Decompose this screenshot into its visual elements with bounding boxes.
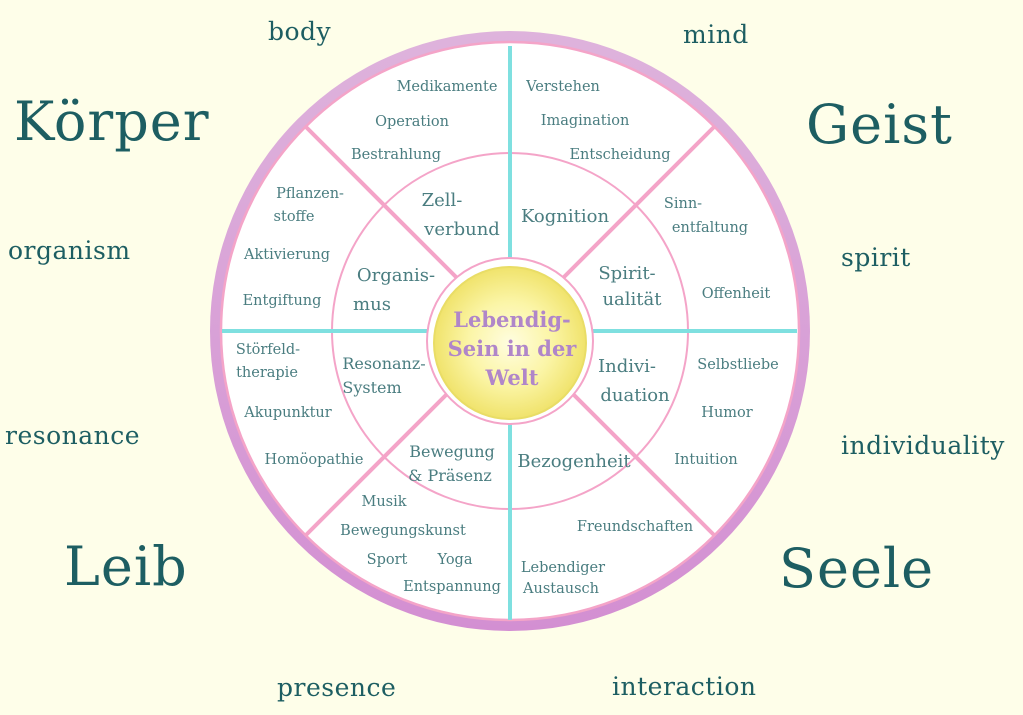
item-humor: Humor [701, 405, 752, 421]
item-entscheidung: Entscheidung [569, 147, 670, 163]
item-stoerfeld-1: Störfeld- [236, 342, 300, 358]
item-pflanzenstoffe-1: Pflanzen- [276, 186, 344, 202]
label-seele: Seele [779, 537, 935, 600]
item-aktivierung: Aktivierung [243, 247, 330, 263]
item-entspannung: Entspannung [403, 579, 501, 595]
label-leib: Leib [64, 535, 188, 598]
segment-resonanz-1: Resonanz- [342, 354, 425, 373]
label-koerper: Körper [14, 90, 210, 153]
label-resonance: resonance [5, 421, 141, 450]
item-akupunktur: Akupunktur [243, 405, 332, 421]
item-entgiftung: Entgiftung [243, 293, 322, 309]
item-offenheit: Offenheit [702, 286, 771, 302]
item-verstehen: Verstehen [525, 79, 600, 95]
item-bewegungskunst: Bewegungskunst [340, 523, 466, 539]
item-selbstliebe: Selbstliebe [697, 357, 778, 373]
segment-resonanz-2: System [342, 378, 401, 397]
segment-bewegung-2: & Präsenz [408, 466, 492, 485]
segment-spiritualitaet-1: Spirit- [598, 263, 655, 284]
item-pflanzenstoffe-2: stoffe [274, 209, 315, 225]
item-stoerfeld-2: therapie [236, 365, 298, 381]
label-organism: organism [8, 236, 131, 265]
item-freundschaften: Freundschaften [577, 519, 693, 535]
center-line-1: Lebendig- [453, 307, 571, 332]
segment-organismus-1: Organis- [357, 265, 435, 286]
center-line-2: Sein in der [448, 336, 578, 361]
item-yoga: Yoga [437, 552, 473, 568]
segment-kognition: Kognition [521, 206, 610, 227]
item-sinnentfaltung-1: Sinn- [664, 196, 702, 212]
segment-bezogenheit: Bezogenheit [517, 451, 631, 472]
label-geist: Geist [806, 93, 953, 156]
label-individuality: individuality [841, 431, 1005, 460]
item-homoeopathie: Homöopathie [265, 452, 364, 468]
label-spirit: spirit [841, 243, 911, 272]
segment-spiritualitaet-2: ualität [602, 289, 662, 310]
item-intuition: Intuition [674, 452, 737, 468]
label-mind: mind [683, 20, 749, 49]
item-musik: Musik [361, 494, 406, 510]
item-medikamente: Medikamente [397, 79, 498, 95]
label-interaction: interaction [612, 672, 757, 701]
center-disc [433, 266, 587, 420]
item-sport: Sport [367, 552, 408, 568]
segment-zellverbund-1: Zell- [422, 190, 463, 211]
item-austausch-2: Austausch [522, 581, 599, 597]
segment-bewegung-1: Bewegung [409, 442, 494, 461]
item-sinnentfaltung-2: entfaltung [672, 220, 748, 236]
item-austausch-1: Lebendiger [521, 560, 605, 576]
item-bestrahlung: Bestrahlung [351, 147, 441, 163]
item-operation: Operation [375, 114, 449, 130]
segment-organismus-2: mus [353, 294, 391, 315]
segment-individuation-1: Indivi- [598, 356, 656, 377]
segment-zellverbund-2: verbund [423, 219, 500, 240]
item-imagination: Imagination [541, 113, 630, 129]
label-presence: presence [277, 673, 397, 702]
label-body: body [268, 17, 332, 46]
center-line-3: Welt [485, 365, 539, 390]
segment-individuation-2: duation [600, 385, 670, 406]
